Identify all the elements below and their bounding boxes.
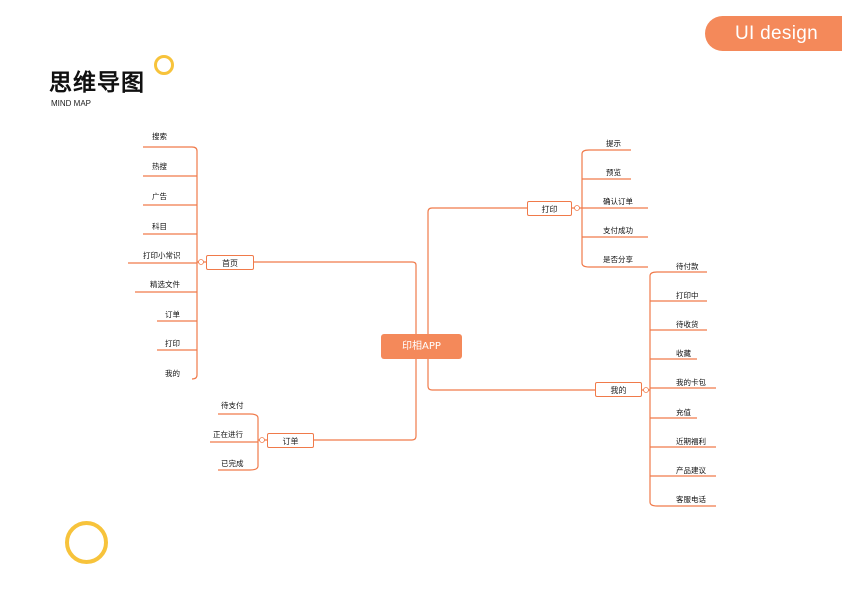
branch-node-order: 订单 xyxy=(267,433,314,448)
order-leaf-in-progress: 正在进行 xyxy=(213,430,243,439)
page-subtitle: MIND MAP xyxy=(51,99,91,108)
ui-design-badge: UI design xyxy=(705,16,842,51)
home-leaf-print: 打印 xyxy=(165,339,180,348)
home-leaf-orders: 订单 xyxy=(165,310,180,319)
order-leaf-pending-payment: 待支付 xyxy=(221,401,244,410)
print-leaf-preview: 预览 xyxy=(606,168,621,177)
mine-leaf-pending-receipt: 待收货 xyxy=(676,320,699,329)
home-leaf-print-tips: 打印小常识 xyxy=(143,251,181,260)
page-title: 思维导图 xyxy=(49,70,145,96)
mine-leaf-card-wallet: 我的卡包 xyxy=(676,378,706,387)
connector-center-home xyxy=(254,261,417,347)
connector-center-order xyxy=(314,345,417,441)
branch-node-print: 打印 xyxy=(527,201,572,216)
mine-leaf-pending-payment: 待付款 xyxy=(676,262,699,271)
mine-leaf-product-feedback: 产品建议 xyxy=(676,466,706,475)
branch-node-home: 首页 xyxy=(206,255,254,270)
junction-dot-mine xyxy=(643,387,649,393)
mine-leaf-favorites: 收藏 xyxy=(676,349,691,358)
connector-center-mine xyxy=(427,359,595,391)
home-leaf-subjects: 科目 xyxy=(152,222,167,231)
print-leaf-confirm-order: 确认订单 xyxy=(603,197,633,206)
home-leaf-ads: 广告 xyxy=(152,192,167,201)
center-node: 印相APP xyxy=(381,334,462,359)
branch-node-mine: 我的 xyxy=(595,382,642,397)
print-leaf-payment-success: 支付成功 xyxy=(603,226,633,235)
home-leaf-search: 搜索 xyxy=(152,132,167,141)
mine-leaf-top-up: 充值 xyxy=(676,408,691,417)
decorative-large-ring xyxy=(65,521,108,564)
junction-dot-order xyxy=(259,437,265,443)
print-leaf-tips: 提示 xyxy=(606,139,621,148)
home-leaf-mine: 我的 xyxy=(165,369,180,378)
connector-center-print xyxy=(427,207,527,334)
mine-leaf-customer-service: 客服电话 xyxy=(676,495,706,504)
mine-leaf-printing: 打印中 xyxy=(676,291,699,300)
home-leaf-hot-search: 热搜 xyxy=(152,162,167,171)
decorative-small-ring xyxy=(154,55,174,75)
mine-leaf-recent-benefits: 近期福利 xyxy=(676,437,706,446)
junction-dot-print xyxy=(574,205,580,211)
print-leaf-share: 是否分享 xyxy=(603,255,633,264)
order-leaf-completed: 已完成 xyxy=(221,459,244,468)
home-leaf-selected-files: 精选文件 xyxy=(150,280,180,289)
junction-dot-home xyxy=(198,259,204,265)
